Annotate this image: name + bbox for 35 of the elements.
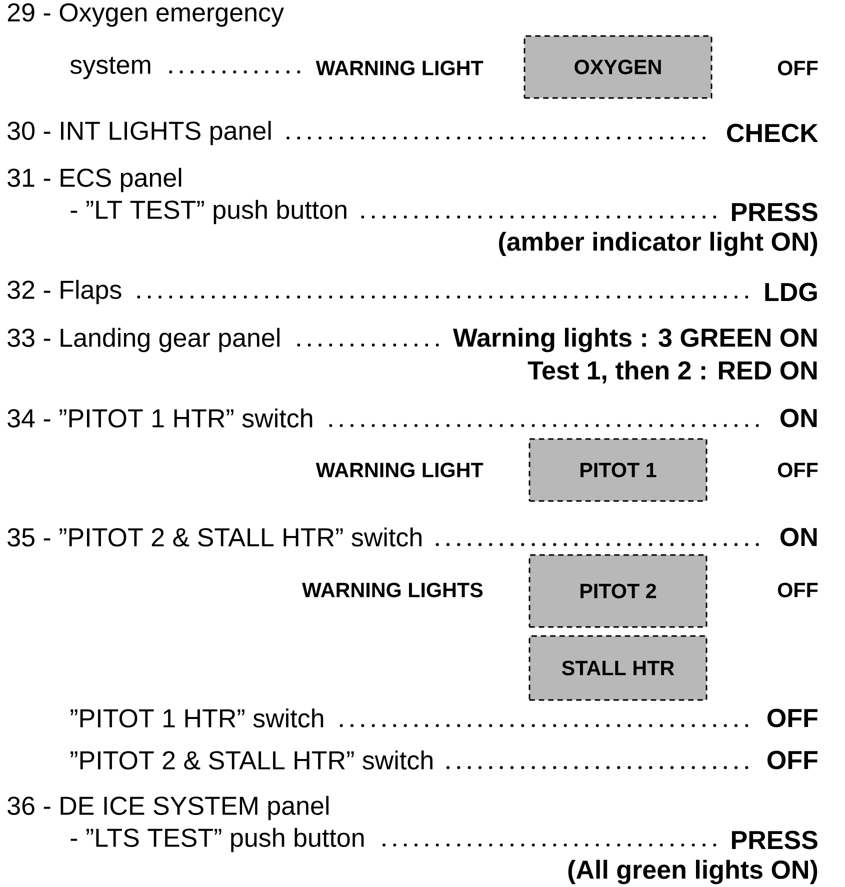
step-text: 31 - ECS panel xyxy=(8,168,182,192)
indicator-label: WARNING LIGHTS xyxy=(302,582,483,598)
step-text: 32 - Flaps xyxy=(8,280,122,304)
step-text: ”PITOT 2 & STALL HTR” switch xyxy=(70,750,432,770)
action-text: Warning lights : 3 GREEN ON xyxy=(452,328,817,352)
action-text: (amber indicator light ON) xyxy=(499,232,818,256)
step-text: - ”LTS TEST” push button xyxy=(70,828,364,852)
step-text: ”PITOT 1 HTR” switch xyxy=(70,708,324,728)
action-text: OFF xyxy=(768,708,818,728)
warning-light-box: STALL HTR xyxy=(528,635,708,701)
action-text: (All green lights ON) xyxy=(568,860,818,884)
warning-light-box: PITOT 1 xyxy=(528,438,708,502)
step-text: - ”LT TEST” push button xyxy=(70,200,346,224)
indicator-label: WARNING LIGHT xyxy=(316,462,484,478)
action-text: ON xyxy=(780,528,817,546)
warning-light-box: OXYGEN xyxy=(524,35,712,99)
action-text: PRESS xyxy=(732,830,818,850)
action-text: ON xyxy=(780,408,817,428)
indicator-label: OFF xyxy=(778,582,818,598)
action-text: CHECK xyxy=(727,124,818,142)
step-text: 36 - DE ICE SYSTEM panel xyxy=(8,796,329,820)
step-text: 30 - INT LIGHTS panel xyxy=(8,120,271,146)
step-text: 35 - ”PITOT 2 & STALL HTR” switch xyxy=(8,527,422,547)
indicator-label: OFF xyxy=(778,462,818,478)
action-text: PRESS xyxy=(732,202,818,222)
action-text: OFF xyxy=(768,750,818,770)
step-text: system xyxy=(70,56,150,80)
action-text: Test 1, then 2 : RED ON xyxy=(528,360,817,384)
warning-light-box: PITOT 2 xyxy=(528,554,708,628)
step-text: 34 - ”PITOT 1 HTR” switch xyxy=(8,408,312,428)
step-text: 33 - Landing gear panel xyxy=(8,328,280,352)
step-text: 29 - Oxygen emergency xyxy=(8,3,284,27)
indicator-label: OFF xyxy=(778,60,818,76)
action-text: LDG xyxy=(765,282,817,302)
indicator-label: WARNING LIGHT xyxy=(316,60,484,76)
